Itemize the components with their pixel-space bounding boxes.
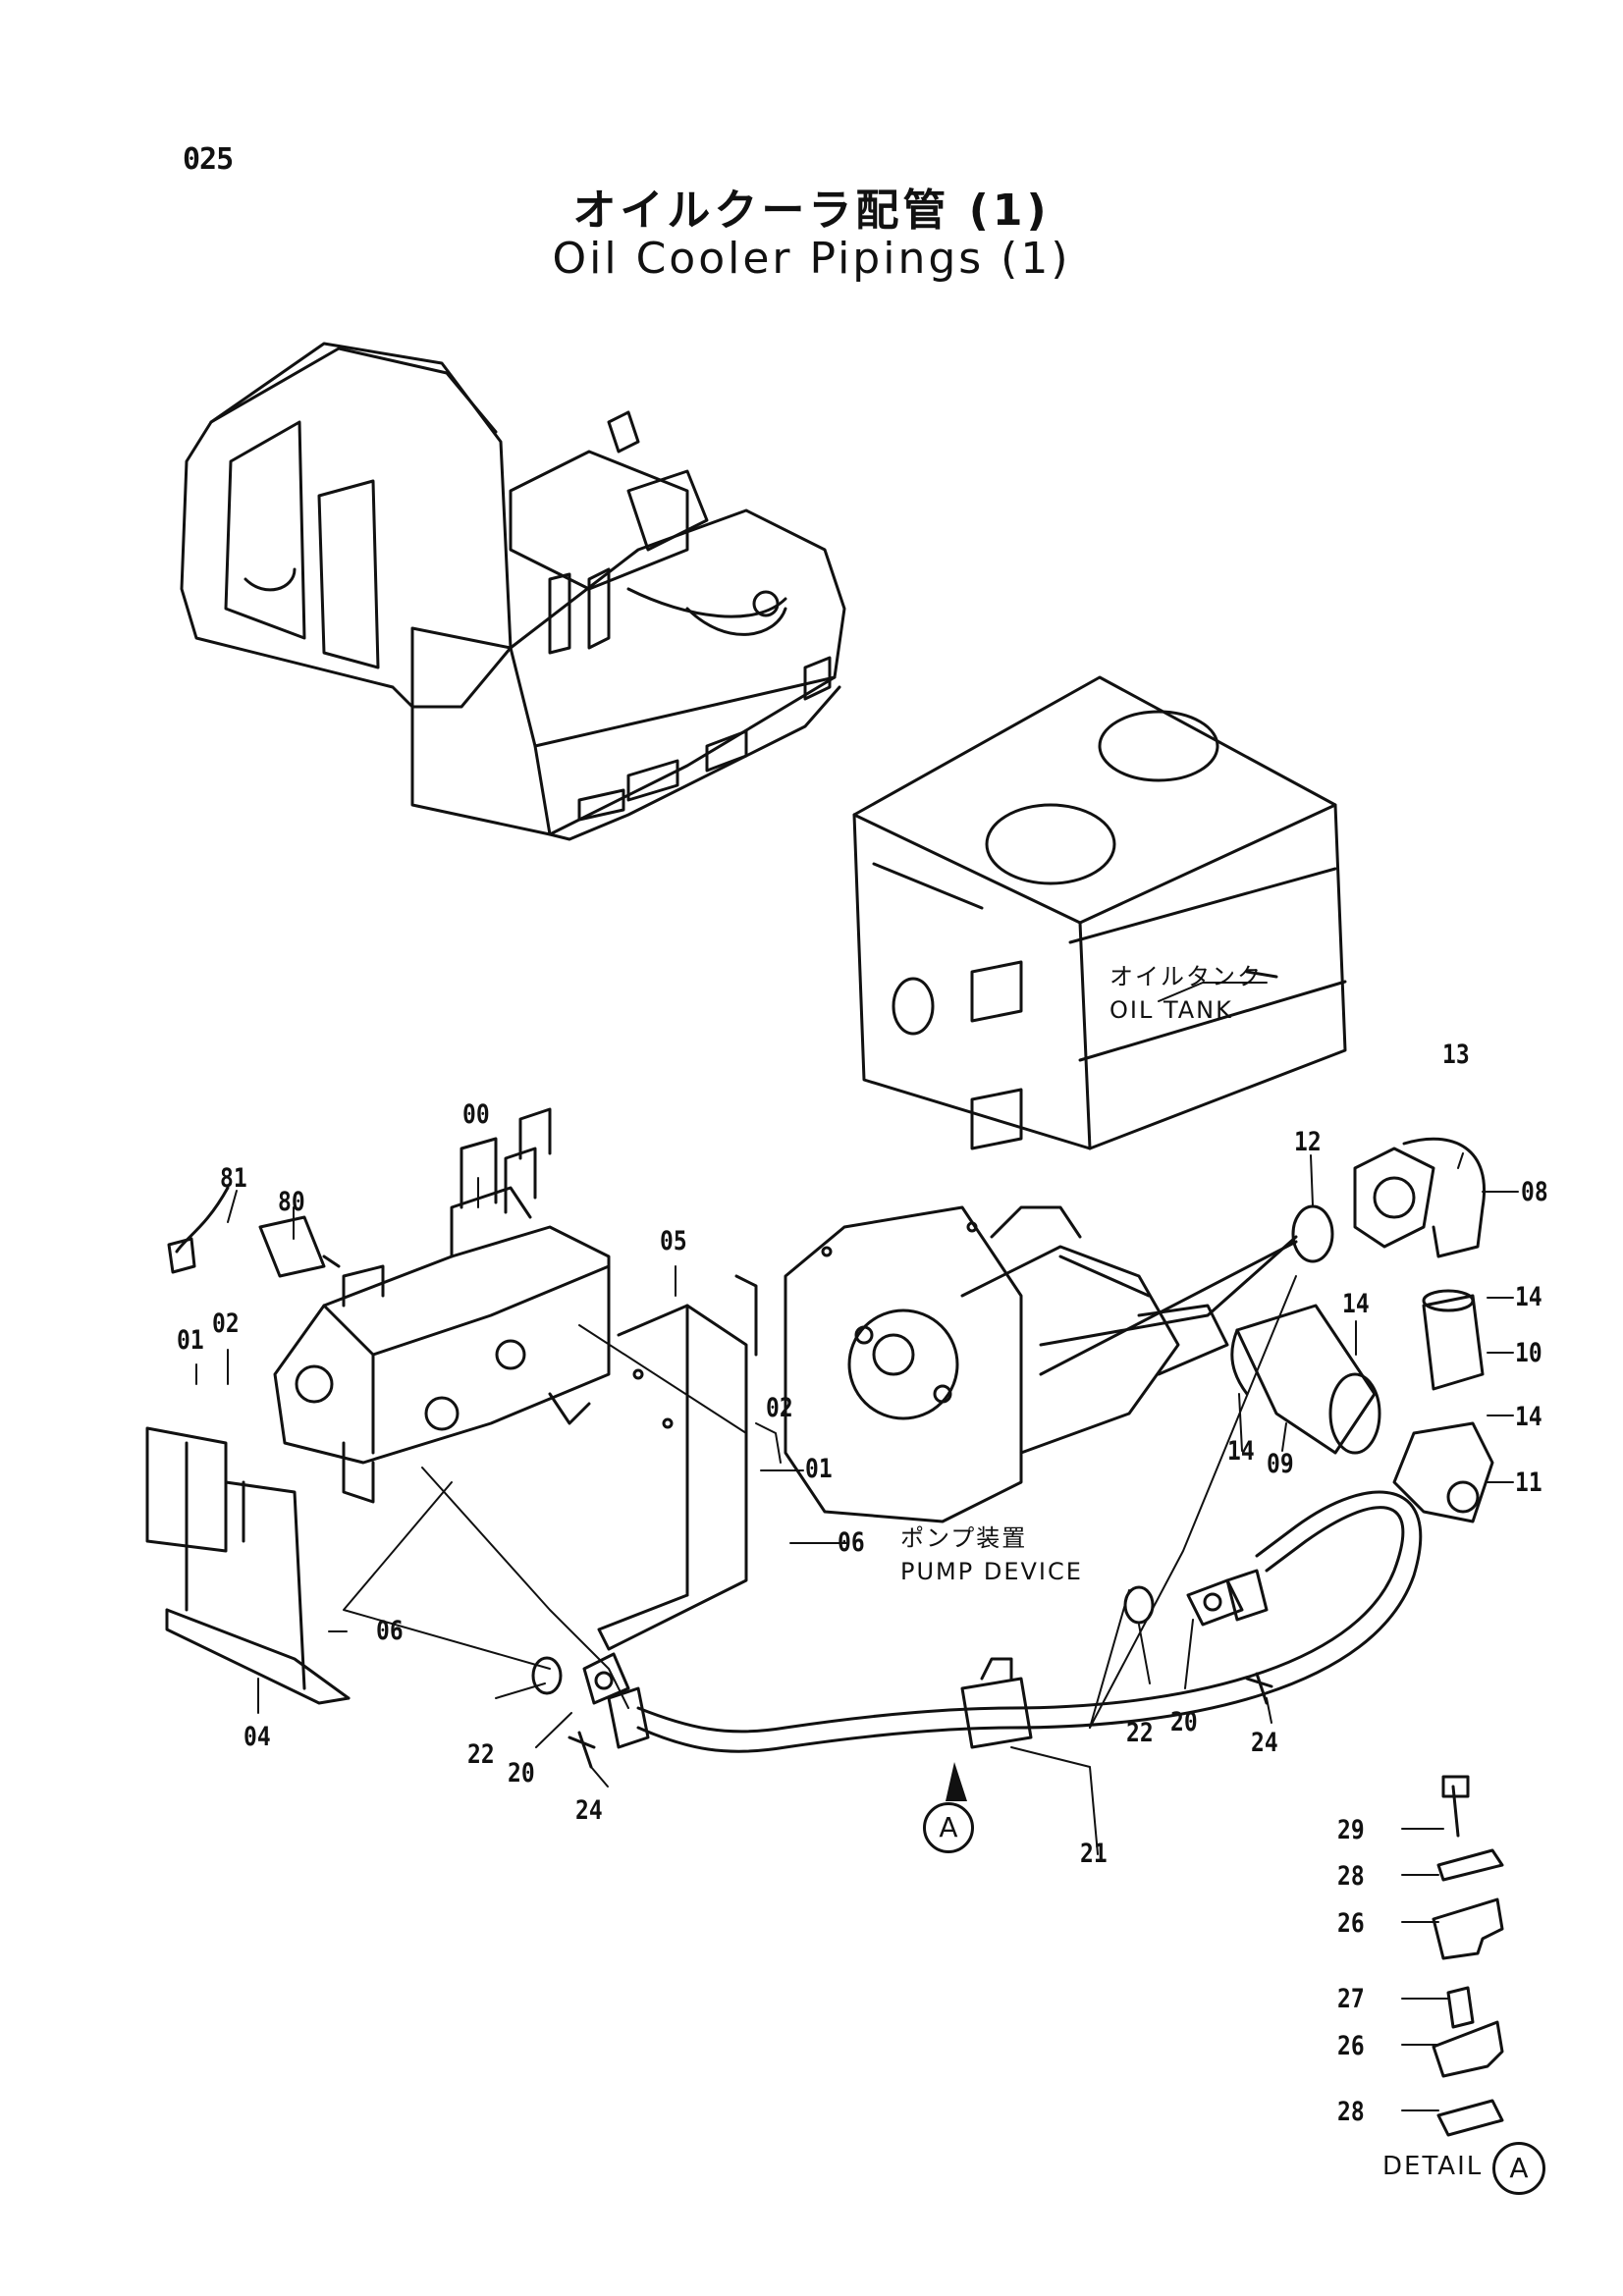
- pump-device-label-en: PUMP DEVICE: [900, 1558, 1083, 1585]
- part-label: 00: [462, 1099, 490, 1130]
- part-label: 80: [278, 1187, 305, 1217]
- part-label: 28: [1337, 1861, 1365, 1892]
- part-label: 28: [1337, 2097, 1365, 2127]
- part-label: 24: [575, 1795, 603, 1826]
- part-label: 08: [1521, 1177, 1548, 1207]
- part-label: 24: [1251, 1728, 1278, 1758]
- part-label: 14: [1342, 1289, 1370, 1319]
- part-label: 22: [467, 1739, 495, 1770]
- part-label: 29: [1337, 1815, 1365, 1845]
- part-label: 26: [1337, 1908, 1365, 1939]
- pump-device-drawing: [784, 1205, 1298, 1523]
- part-label: 11: [1515, 1468, 1542, 1498]
- part-label: 14: [1227, 1436, 1255, 1467]
- pump-device-label: ポンプ装置 PUMP DEVICE: [900, 1522, 1083, 1588]
- part-label: 26: [1337, 2031, 1365, 2061]
- part-label: 21: [1080, 1839, 1108, 1869]
- part-label: 10: [1515, 1338, 1542, 1368]
- detail-a-marker: A: [1492, 2142, 1545, 2195]
- leader-lines: [195, 982, 1519, 2111]
- control-valve-drawing: [145, 1107, 758, 1705]
- excavator-overview-drawing: [180, 342, 846, 841]
- part-label: 02: [766, 1393, 793, 1423]
- part-label: 01: [805, 1454, 833, 1484]
- suction-pipe-drawing: [1230, 1137, 1494, 1523]
- part-label: 01: [177, 1325, 204, 1356]
- oil-cooler-hose-drawing: [531, 1490, 1423, 1769]
- part-label: 09: [1267, 1449, 1294, 1479]
- oil-tank-label: オイルタンク OIL TANK: [1109, 960, 1263, 1027]
- detail-a-callout: A: [923, 1802, 974, 1853]
- part-label: 14: [1515, 1282, 1542, 1312]
- oil-tank-label-en: OIL TANK: [1109, 996, 1233, 1024]
- detail-label: DETAIL: [1382, 2152, 1484, 2181]
- part-label: 81: [220, 1163, 247, 1194]
- oil-tank-label-jp: オイルタンク: [1109, 963, 1263, 990]
- part-label: 04: [243, 1722, 271, 1752]
- part-label: 27: [1337, 1984, 1365, 2014]
- callout-pointer: [946, 1762, 967, 1801]
- page-title-english: Oil Cooler Pipings (1): [552, 234, 1071, 284]
- part-label: 05: [660, 1226, 687, 1256]
- part-label: 02: [212, 1308, 240, 1339]
- pump-device-label-jp: ポンプ装置: [900, 1524, 1028, 1552]
- part-label: 20: [1170, 1707, 1198, 1737]
- part-label: 22: [1126, 1718, 1154, 1748]
- part-label: 20: [508, 1758, 535, 1789]
- detail-a-clamp-drawing: [1432, 1775, 1504, 2137]
- part-label: 06: [838, 1527, 865, 1558]
- part-label: 13: [1442, 1040, 1470, 1070]
- oil-tank-drawing: [852, 675, 1347, 1150]
- page-title-japanese: オイルクーラ配管 (1): [572, 186, 1051, 236]
- part-label: 12: [1294, 1127, 1322, 1157]
- page-number: 025: [183, 142, 234, 177]
- part-label: 06: [376, 1616, 404, 1646]
- part-label: 14: [1515, 1402, 1542, 1432]
